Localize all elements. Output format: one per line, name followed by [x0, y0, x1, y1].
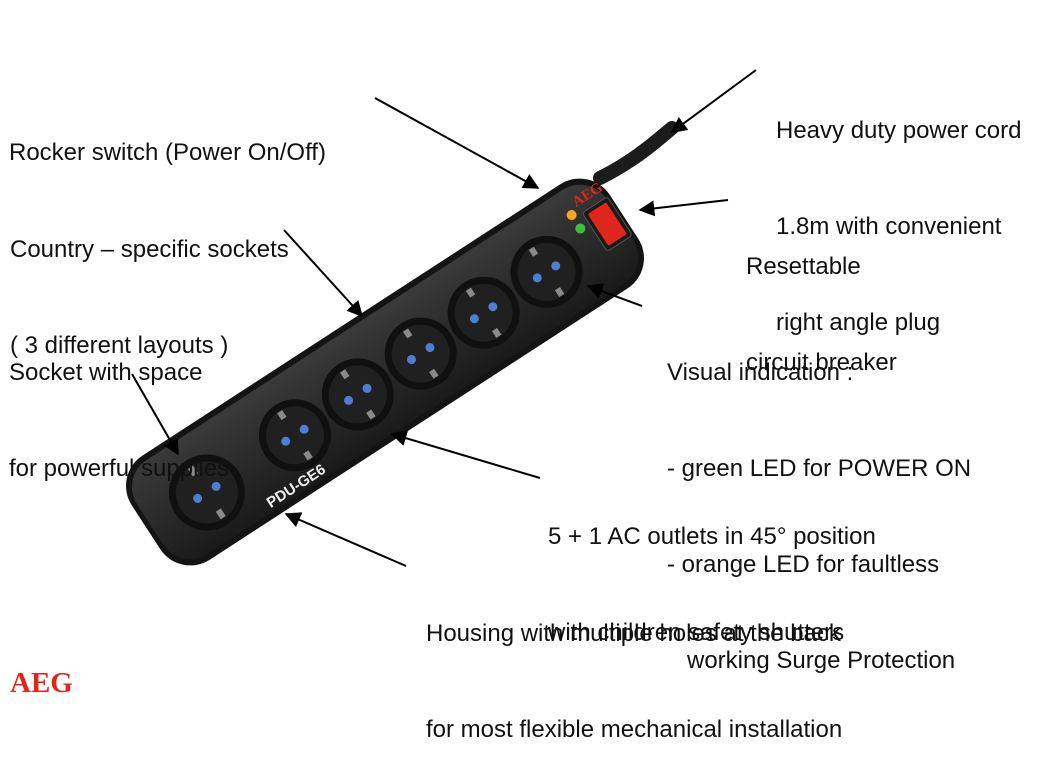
- power-strip: PDU-GE6 AEG: [126, 178, 644, 566]
- ac-outlets-label: 5 + 1 AC outlets in 45° position with ch…: [548, 523, 876, 646]
- visual-indication-label: Visual indication : - green LED for POWE…: [667, 359, 972, 674]
- arrow-outlets: [390, 430, 541, 479]
- power-cord-label: Heavy duty power cord 1.8m with convenie…: [776, 117, 1022, 336]
- brand-logo: AEG: [10, 667, 73, 699]
- orange-led-icon: [566, 210, 577, 221]
- country-sockets-label: Country – specific sockets ( 3 different…: [10, 236, 289, 359]
- arrow-housing: [284, 512, 407, 567]
- housing-label: Housing with multiple holes at the back …: [426, 620, 843, 743]
- arrow-visual: [586, 283, 643, 307]
- socket: [510, 235, 583, 308]
- rocker-switch-face: [588, 202, 627, 246]
- green-led-icon: [575, 223, 586, 234]
- arrow-rocker: [374, 97, 540, 189]
- power-strip-diagram: PDU-GE6 AEG: [126, 69, 757, 567]
- arrow-breaker: [638, 199, 729, 217]
- socket: [168, 454, 245, 531]
- socket: [447, 276, 520, 349]
- arrow-space: [131, 373, 179, 456]
- socket: [384, 317, 457, 390]
- sockets: [168, 235, 583, 531]
- socket: [258, 399, 331, 472]
- arrow-cord: [670, 69, 757, 133]
- power-cord: [593, 121, 679, 185]
- socket-space-label: Socket with space for powerful supplies: [9, 359, 230, 482]
- circuit-breaker-label: Resettable circuit breaker: [746, 253, 897, 376]
- socket: [321, 358, 394, 431]
- arrow-country: [283, 229, 364, 318]
- rocker-switch-label: Rocker switch (Power On/Off): [9, 139, 326, 166]
